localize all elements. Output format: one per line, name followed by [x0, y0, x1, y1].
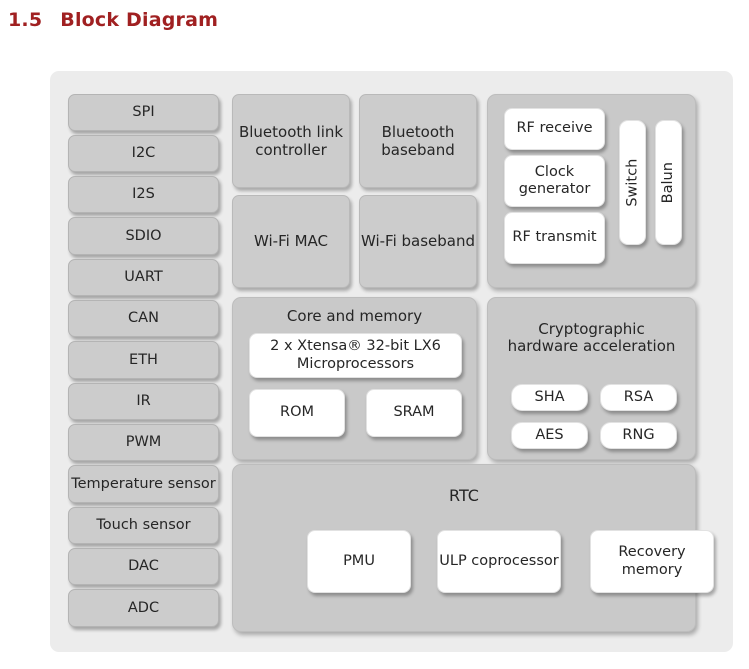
peripheral-adc[interactable]: ADC	[68, 589, 219, 627]
peripheral-can[interactable]: CAN	[68, 300, 219, 337]
block-clock-generator[interactable]: Clock generator	[504, 155, 605, 207]
peripheral-sdio[interactable]: SDIO	[68, 217, 219, 255]
block-rom[interactable]: ROM	[249, 389, 345, 437]
panel-rtc: RTC PMU ULP coprocessor Recovery memory	[232, 464, 714, 632]
peripheral-touch-sensor[interactable]: Touch sensor	[68, 507, 219, 544]
panel-crypto-acceleration-title: Cryptographic hardware acceleration	[507, 320, 676, 356]
section-title: Block Diagram	[60, 9, 219, 31]
section-number: 1.5	[8, 9, 43, 31]
block-switch-label: Switch	[623, 158, 640, 207]
peripheral-spi[interactable]: SPI	[68, 94, 219, 131]
block-balun[interactable]: Balun	[655, 120, 682, 245]
page-title: 1.5 Block Diagram	[8, 9, 218, 31]
block-recovery-memory[interactable]: Recovery memory	[590, 530, 714, 593]
block-sram[interactable]: SRAM	[366, 389, 462, 437]
panel-rtc-title: RTC	[449, 486, 479, 505]
block-rng[interactable]: RNG	[600, 422, 677, 449]
block-sha[interactable]: SHA	[511, 384, 588, 411]
block-ulp-coprocessor[interactable]: ULP coprocessor	[437, 530, 561, 593]
peripheral-ir[interactable]: IR	[68, 383, 219, 420]
peripheral-temperature-sensor[interactable]: Temperature sensor	[68, 465, 219, 503]
block-aes[interactable]: AES	[511, 422, 588, 449]
block-pmu[interactable]: PMU	[307, 530, 411, 593]
panel-crypto-acceleration: Cryptographic hardware acceleration SHA …	[487, 297, 696, 460]
panel-rf: RF receive Clock generator RF transmit S…	[487, 94, 696, 288]
block-diagram-container: SPI I2C I2S SDIO UART CAN ETH IR PWM Tem…	[50, 71, 733, 652]
peripheral-uart[interactable]: UART	[68, 259, 219, 296]
block-rsa[interactable]: RSA	[600, 384, 677, 411]
block-wifi-baseband[interactable]: Wi-Fi baseband	[359, 195, 477, 288]
peripheral-eth[interactable]: ETH	[68, 341, 219, 379]
block-bluetooth-baseband[interactable]: Bluetooth baseband	[359, 94, 477, 188]
peripheral-dac[interactable]: DAC	[68, 548, 219, 585]
block-bluetooth-link-controller[interactable]: Bluetooth link controller	[232, 94, 350, 188]
block-switch[interactable]: Switch	[619, 120, 646, 245]
block-balun-label: Balun	[659, 161, 676, 204]
peripheral-column: SPI I2C I2S SDIO UART CAN ETH IR PWM Tem…	[68, 94, 221, 632]
block-wifi-mac[interactable]: Wi-Fi MAC	[232, 195, 350, 288]
block-rf-receive[interactable]: RF receive	[504, 108, 605, 150]
block-xtensa-microprocessors[interactable]: 2 x Xtensa® 32-bit LX6 Microprocessors	[249, 333, 462, 378]
block-rf-transmit[interactable]: RF transmit	[504, 212, 605, 264]
panel-core-and-memory: Core and memory 2 x Xtensa® 32-bit LX6 M…	[232, 297, 477, 460]
peripheral-pwm[interactable]: PWM	[68, 424, 219, 461]
peripheral-i2c[interactable]: I2C	[68, 135, 219, 172]
panel-core-and-memory-title: Core and memory	[286, 307, 423, 325]
peripheral-i2s[interactable]: I2S	[68, 176, 219, 213]
